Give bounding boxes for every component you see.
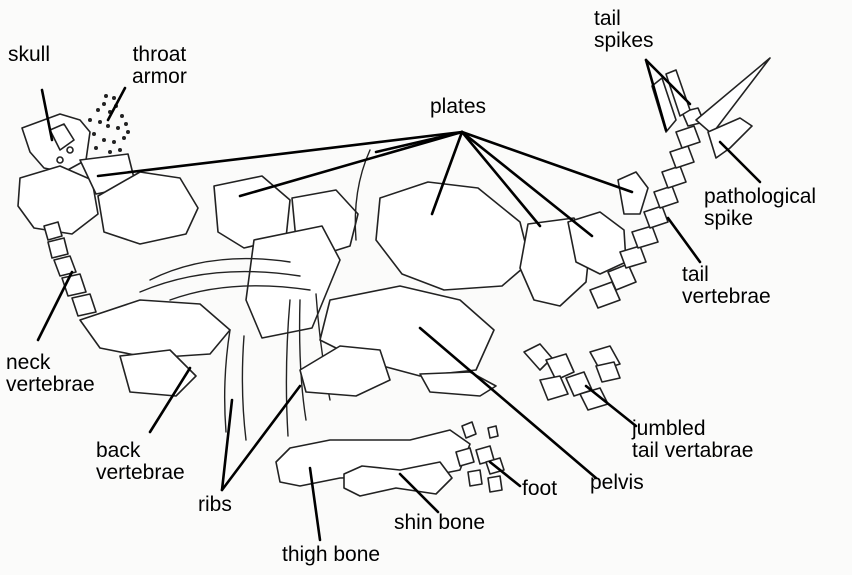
label-ribs: ribs (198, 494, 232, 516)
back-vertebrae-bones (80, 300, 230, 396)
label-shin-bone: shin bone (394, 512, 485, 534)
label-neck-vertebrae: neck vertebrae (6, 352, 95, 396)
label-back-vertebrae: back vertebrae (96, 440, 185, 484)
label-pelvis: pelvis (590, 472, 644, 494)
label-tail-vertebrae: tail vertebrae (682, 264, 771, 308)
tail-spikes-bones (652, 58, 770, 134)
label-thigh-bone: thigh bone (282, 544, 380, 566)
foot-bones (456, 422, 504, 492)
throat-armor-ossicles (88, 94, 130, 154)
pelvis-bone (300, 286, 496, 396)
label-foot: foot (522, 478, 557, 500)
neck-vertebrae-bones (44, 222, 96, 316)
label-pathological-spike: pathological spike (704, 186, 816, 230)
skull-bones (22, 114, 90, 172)
label-skull: skull (8, 44, 50, 66)
label-throat-armor: throat armor (132, 44, 187, 88)
label-plates: plates (430, 96, 486, 118)
label-jumbled-tail-vertebrae: jumbled tail vertabrae (632, 418, 753, 462)
label-tail-spikes: tail spikes (594, 8, 654, 52)
